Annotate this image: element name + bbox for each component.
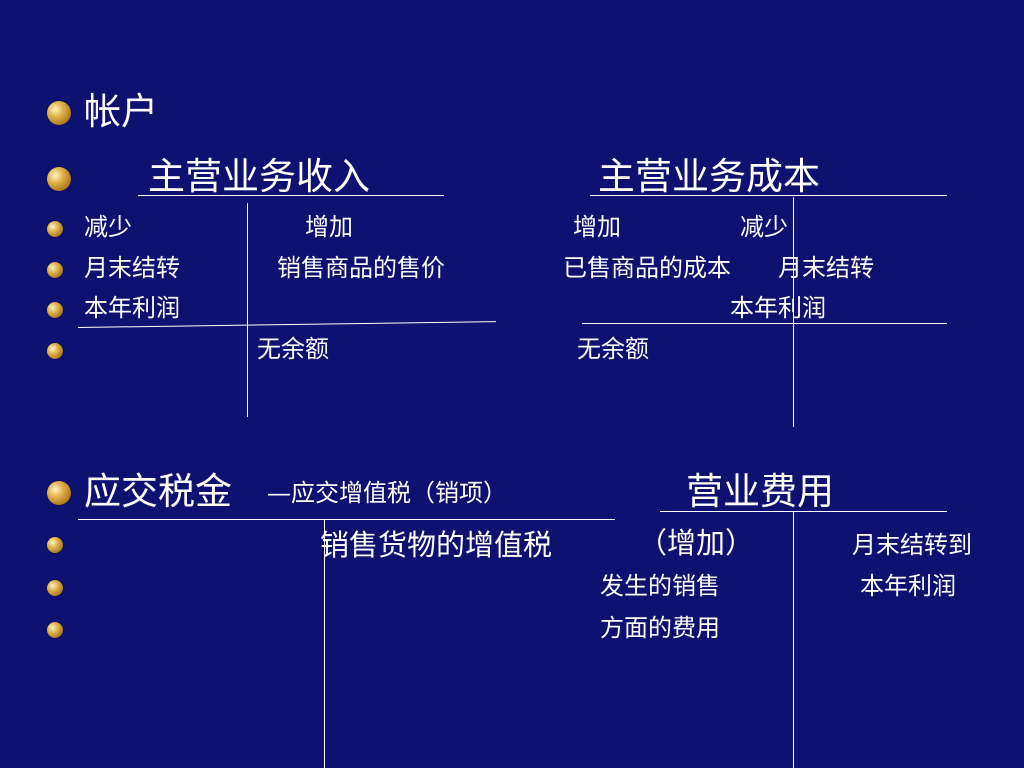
credit-label: 减少 <box>740 213 788 241</box>
entry-text: 已售商品的成本 <box>563 254 731 282</box>
entry-text: 月末结转 <box>84 254 180 282</box>
t-account-divider <box>324 520 325 768</box>
account-title-main-revenue: 主营业务收入 <box>148 155 370 198</box>
bullet-icon <box>47 537 63 553</box>
balance-text: 无余额 <box>577 335 649 363</box>
account-title-tax-sub: —应交增值税（销项） <box>267 479 507 507</box>
debit-label: 减少 <box>84 213 132 241</box>
account-title-operating-expense: 营业费用 <box>686 470 834 513</box>
bullet-icon <box>47 262 63 278</box>
t-account-top-line <box>590 195 947 196</box>
t-account-divider <box>793 197 794 427</box>
entry-text: 本年利润 <box>84 294 180 322</box>
bullet-icon <box>47 580 63 596</box>
bullet-icon <box>47 221 63 237</box>
heading-account: 帐户 <box>84 90 158 133</box>
balance-text: 无余额 <box>257 335 329 363</box>
t-account-balance-line <box>582 323 947 324</box>
entry-text: （增加） <box>638 526 755 560</box>
entry-text: 本年利润 <box>860 572 956 600</box>
t-account-divider <box>793 512 794 768</box>
bullet-icon <box>47 481 71 505</box>
credit-label: 增加 <box>305 213 353 241</box>
entry-text: 月末结转到 <box>852 531 972 559</box>
bullet-icon <box>47 167 71 191</box>
entry-text: 发生的销售 <box>600 572 720 600</box>
entry-text: 方面的费用 <box>600 614 720 642</box>
t-account-top-line <box>78 519 615 520</box>
entry-text: 销售货物的增值税 <box>320 528 553 562</box>
entry-text: 月末结转 <box>778 254 874 282</box>
bullet-icon <box>47 101 71 125</box>
bullet-icon <box>47 622 63 638</box>
t-account-top-line <box>660 511 947 512</box>
t-account-divider <box>247 203 248 417</box>
t-account-top-line <box>138 195 444 196</box>
t-account-balance-line <box>77 321 496 328</box>
account-title-main-cost: 主营业务成本 <box>598 155 820 198</box>
entry-text: 销售商品的售价 <box>277 254 445 282</box>
entry-text: 本年利润 <box>730 294 826 322</box>
account-title-tax: 应交税金 <box>84 470 232 513</box>
bullet-icon <box>47 302 63 318</box>
debit-label: 增加 <box>573 213 621 241</box>
bullet-icon <box>47 343 63 359</box>
